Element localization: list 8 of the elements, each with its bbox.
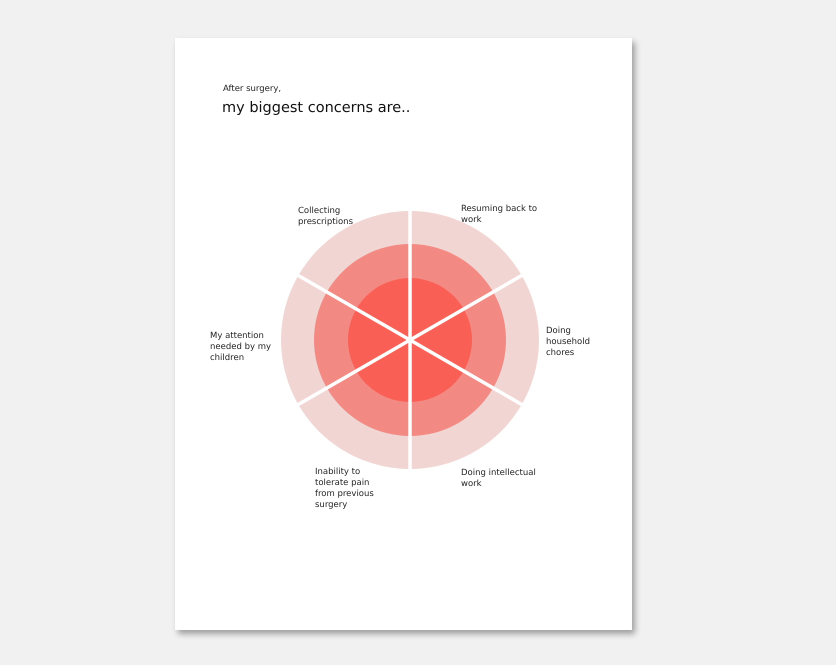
concern-label: Resuming back to work [461, 204, 538, 226]
concern-label: Doing intellectual work [461, 468, 537, 490]
intro-text: After surgery, [223, 84, 282, 95]
concern-label: Doing household chores [546, 326, 591, 359]
concern-label: My attention needed by my children [210, 331, 272, 364]
concern-label: Collecting prescriptions [298, 206, 354, 228]
heading: my biggest concerns are.. [222, 100, 410, 116]
concern-label: Inability to tolerate pain from previous surgery [315, 467, 375, 511]
